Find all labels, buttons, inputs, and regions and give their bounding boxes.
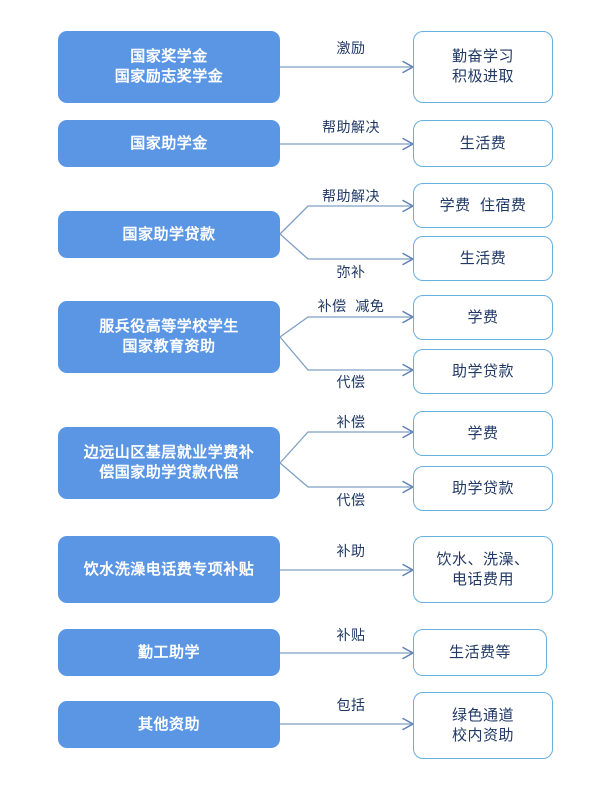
edge-incentive-label: 激励 [336, 40, 366, 56]
node-military-service-aid: 服兵役高等学校学生国家教育资助 [58, 301, 280, 373]
edge-help-solve-grant-label: 帮助解决 [322, 119, 380, 135]
node-text-line: 生活费等 [448, 643, 511, 661]
node-tuition-accommodation: 学费 住宿费 [413, 183, 553, 228]
node-text-line: 绿色通道 [451, 706, 514, 724]
node-work-study: 勤工助学 [58, 629, 280, 676]
node-remote-area-compensation: 边远山区基层就业学费补偿国家助学贷款代偿 [58, 427, 280, 499]
node-text-line: 生活费 [459, 249, 507, 267]
edge-compensate-reduce-arrowhead [402, 310, 414, 324]
node-text-line: 国家助学金 [130, 134, 208, 152]
node-text-line: 助学贷款 [451, 362, 514, 380]
edge-help-solve-grant-arrowhead [402, 137, 414, 151]
node-text-line: 电话费用 [451, 570, 514, 588]
node-student-loan: 国家助学贷款 [58, 211, 280, 258]
node-text-line: 其他资助 [137, 715, 200, 733]
edge-help-solve-loan-arrowhead [402, 199, 414, 213]
edge-repay-military [279, 336, 411, 371]
node-study-hard: 勤奋学习积极进取 [413, 31, 553, 103]
node-student-loan-target-2: 助学贷款 [413, 466, 553, 511]
node-text-line: 学费 [467, 424, 499, 442]
node-text-line: 服兵役高等学校学生 [99, 318, 239, 336]
node-text-line: 偿国家助学贷款代偿 [99, 464, 239, 481]
node-text-line: 国家教育资助 [122, 338, 216, 355]
edge-repay-military-arrowhead [402, 363, 414, 377]
edge-repay-remote-arrowhead [402, 480, 414, 494]
edge-subsidy-work-study-arrowhead [402, 646, 414, 660]
node-national-grant: 国家助学金 [58, 120, 280, 167]
node-text-line: 积极进取 [451, 68, 514, 85]
node-text-line: 国家励志奖学金 [114, 68, 224, 85]
node-other-aid: 其他资助 [58, 701, 280, 748]
node-national-scholarship: 国家奖学金国家励志奖学金 [58, 31, 280, 103]
node-water-bath-phone-fees: 饮水、洗澡、电话费用 [413, 536, 553, 603]
node-water-bath-phone-subsidy: 饮水洗澡电话费专项补贴 [58, 536, 280, 603]
node-text-line: 国家奖学金 [130, 48, 208, 66]
node-living-expenses-2: 生活费 [413, 236, 553, 281]
edge-repay-remote-label: 代偿 [336, 492, 366, 508]
edge-supplement-arrowhead [402, 252, 414, 266]
node-student-loan-target-1: 助学贷款 [413, 349, 553, 394]
edge-repay-military-label: 代偿 [336, 374, 366, 390]
node-living-expenses-1: 生活费 [413, 120, 553, 167]
node-tuition-1: 学费 [413, 295, 553, 340]
node-text-line: 边远山区基层就业学费补 [83, 444, 255, 462]
node-text-line: 助学贷款 [451, 479, 514, 497]
edge-compensate-remote [279, 431, 411, 464]
node-text-line: 勤工助学 [137, 643, 200, 661]
edge-supplement [279, 233, 411, 260]
edge-compensate-remote-arrowhead [402, 425, 414, 439]
node-text-line: 校内资助 [451, 726, 514, 744]
edge-repay-remote [279, 462, 411, 488]
node-text-line: 生活费 [459, 134, 507, 152]
node-text-line: 勤奋学习 [451, 48, 514, 66]
node-text-line: 饮水、洗澡、 [436, 550, 530, 568]
edge-compensate-reduce-label: 补偿 减免 [317, 298, 385, 314]
node-text-line: 学费 [467, 308, 499, 326]
edge-help-solve-loan-label: 帮助解决 [322, 188, 380, 204]
node-tuition-2: 学费 [413, 411, 553, 456]
node-green-channel-campus-aid: 绿色通道校内资助 [413, 692, 553, 759]
edge-includes-label: 包括 [336, 697, 366, 713]
edge-supplement-label: 弥补 [336, 264, 366, 280]
node-living-expenses-etc: 生活费等 [413, 629, 547, 676]
edge-incentive-arrowhead [402, 60, 414, 74]
node-text-line: 国家助学贷款 [122, 225, 216, 243]
edge-compensate-reduce [279, 316, 411, 338]
edge-subsidy-work-study-label: 补贴 [336, 627, 366, 643]
node-text-line: 学费 住宿费 [439, 196, 527, 214]
edge-compensate-remote-label: 补偿 [336, 414, 366, 430]
edge-help-solve-loan [279, 205, 411, 235]
edge-subsidy-utilities-label: 补助 [336, 543, 366, 559]
edge-includes-arrowhead [402, 717, 414, 731]
edge-subsidy-utilities-arrowhead [402, 563, 414, 577]
node-text-line: 饮水洗澡电话费专项补贴 [83, 560, 255, 578]
